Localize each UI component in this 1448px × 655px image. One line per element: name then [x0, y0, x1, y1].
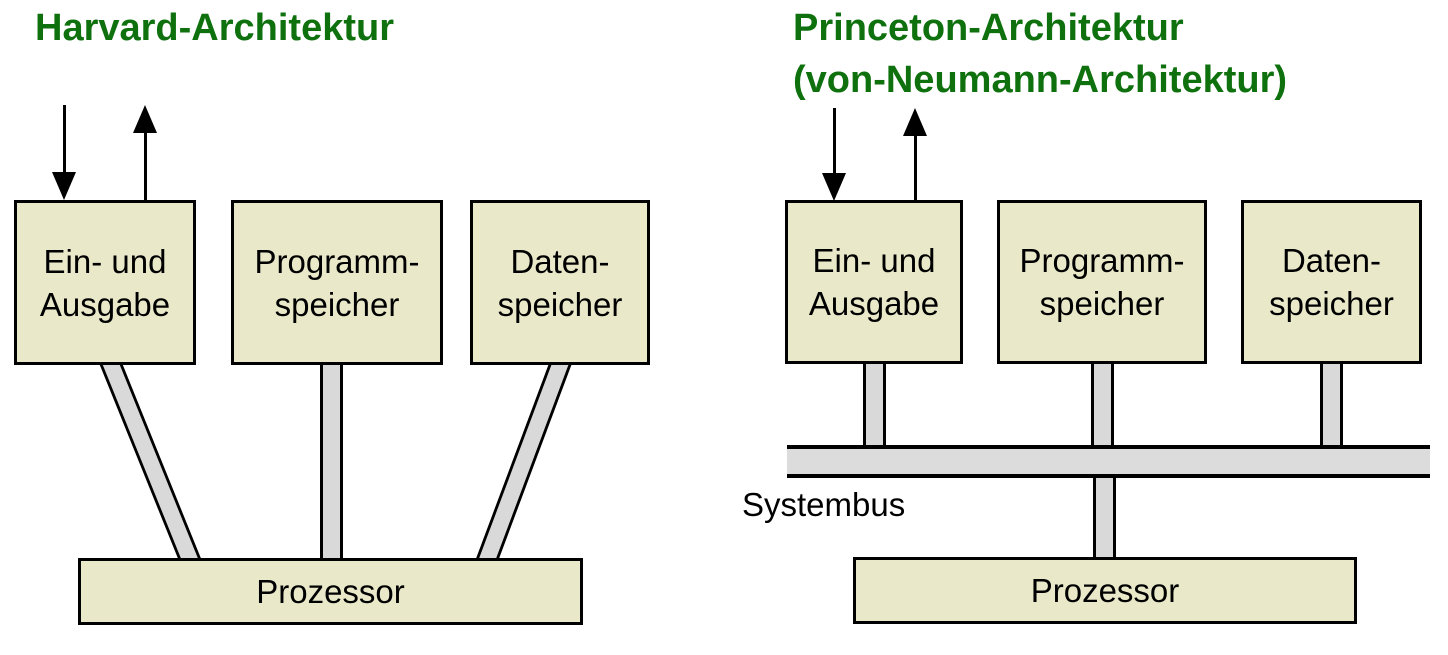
systembus-label: Systembus	[742, 486, 906, 523]
harvard-io-processor-connector	[97, 358, 202, 560]
princeton-program-memory-box: Programm- speicher	[997, 200, 1207, 364]
princeton-data-memory-box: Daten- speicher	[1241, 200, 1422, 364]
harvard-program-memory-box: Programm- speicher	[231, 200, 443, 365]
princeton-title-line1: Princeton-Architektur	[793, 7, 1184, 49]
harvard-title: Harvard-Architektur	[35, 7, 394, 49]
harvard-data-memory-box: Daten- speicher	[470, 200, 650, 365]
princeton-title: Princeton-Architektur (von-Neumann-Archi…	[793, 2, 1287, 106]
princeton-title-line2: (von-Neumann-Architektur)	[793, 59, 1288, 101]
harvard-program-processor-connector	[320, 358, 343, 560]
princeton-processor-box: Prozessor	[853, 557, 1357, 624]
princeton-io-box: Ein- und Ausgabe	[785, 200, 963, 364]
princeton-data-bus-connector	[1320, 358, 1343, 455]
systembus-bar	[787, 445, 1430, 478]
harvard-io-box: Ein- und Ausgabe	[14, 200, 196, 365]
princeton-io-bus-connector	[863, 358, 886, 455]
harvard-processor-box: Prozessor	[78, 558, 583, 625]
princeton-bus-processor-connector	[1093, 470, 1116, 562]
harvard-data-processor-connector	[475, 358, 574, 560]
princeton-program-bus-connector	[1091, 358, 1114, 455]
